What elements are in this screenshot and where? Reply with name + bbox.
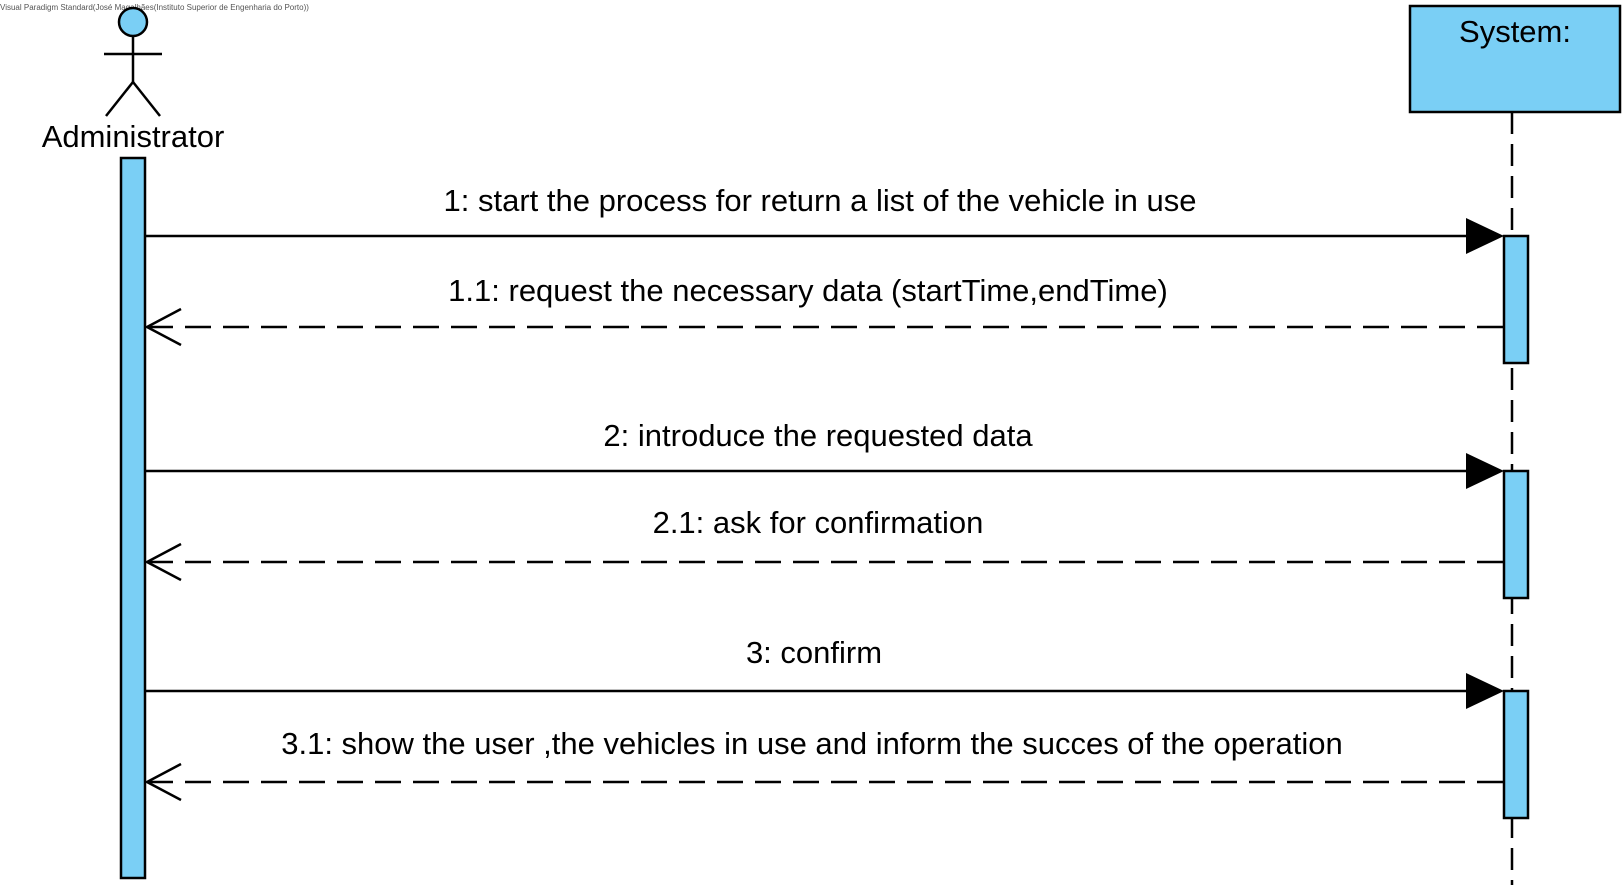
message-2-1-arrowhead	[144, 542, 182, 582]
message-3[interactable]: 3: confirm	[145, 635, 1504, 709]
system-activation-bar-2	[1502, 469, 1530, 600]
actor-administrator[interactable]: Administrator	[42, 6, 225, 154]
actor-left-leg	[105, 81, 134, 117]
message-2-1[interactable]: 2.1: ask for confirmation	[144, 505, 1504, 582]
watermark-text: Visual Paradigm Standard(José Magalhães(…	[0, 3, 309, 12]
message-2-label: 2: introduce the requested data	[603, 418, 1033, 453]
actor-right-leg	[132, 81, 161, 117]
message-1-1-label: 1.1: request the necessary data (startTi…	[448, 273, 1168, 308]
message-3-arrowhead	[1466, 673, 1504, 709]
message-1-label: 1: start the process for return a list o…	[444, 183, 1197, 218]
message-1-1-arrowhead	[144, 307, 182, 347]
lifeline-title: System:	[1459, 14, 1571, 49]
message-1-1[interactable]: 1.1: request the necessary data (startTi…	[144, 273, 1504, 347]
actor-activation-bar	[119, 156, 147, 880]
message-1[interactable]: 1: start the process for return a list o…	[145, 183, 1504, 254]
actor-head	[117, 6, 149, 38]
message-3-label: 3: confirm	[746, 635, 882, 670]
message-2-arrowhead	[1466, 453, 1504, 489]
message-1-arrowhead	[1466, 218, 1504, 254]
message-2[interactable]: 2: introduce the requested data	[145, 418, 1504, 489]
lifeline-header-box	[1408, 4, 1622, 114]
message-3-1-label: 3.1: show the user ,the vehicles in use …	[281, 726, 1343, 761]
system-activation-bar-1	[1502, 234, 1530, 365]
message-3-1[interactable]: 3.1: show the user ,the vehicles in use …	[144, 726, 1504, 802]
message-2-1-label: 2.1: ask for confirmation	[653, 505, 984, 540]
system-activation-bar-3	[1502, 689, 1530, 820]
actor-name: Administrator	[42, 119, 225, 154]
message-3-1-arrowhead	[144, 762, 182, 802]
lifeline-system[interactable]: System:	[1408, 4, 1622, 114]
